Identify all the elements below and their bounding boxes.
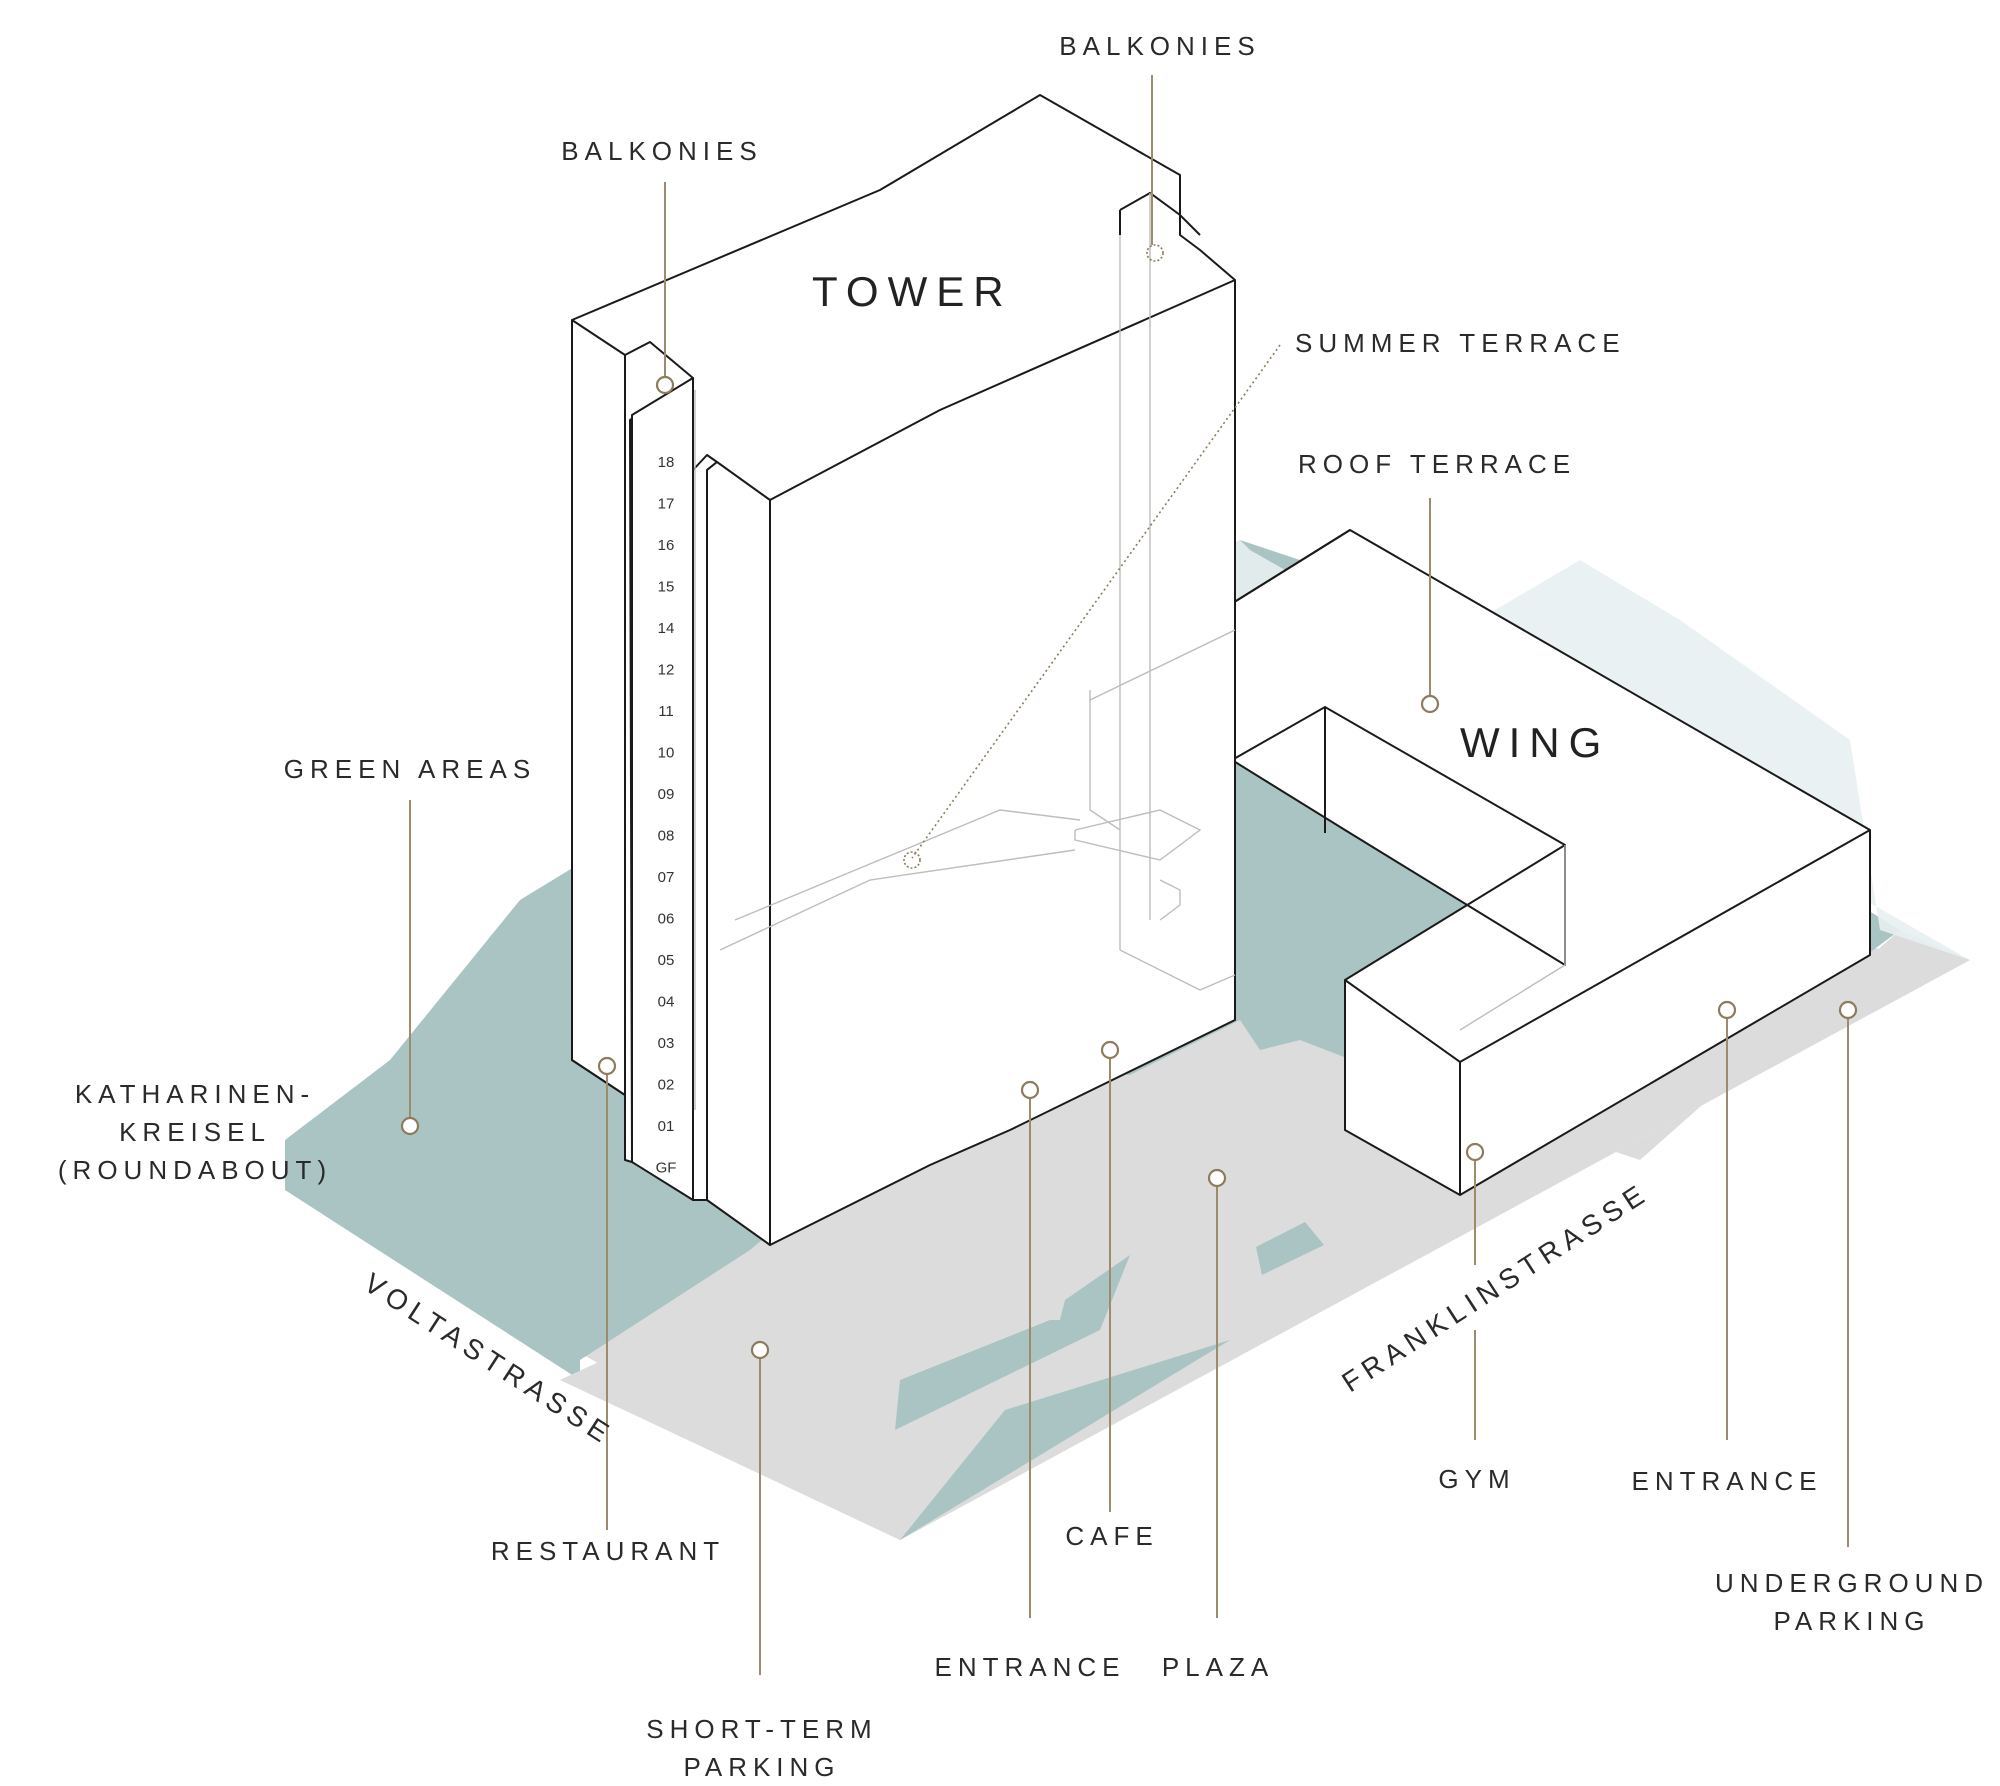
floor-number: 08 xyxy=(658,828,675,845)
tower-title: TOWER xyxy=(812,268,1013,315)
floor-number: 07 xyxy=(658,869,675,886)
label-roundabout-2: KREISEL xyxy=(119,1117,271,1147)
floor-number: 10 xyxy=(658,745,675,762)
floor-number: 04 xyxy=(658,994,675,1011)
leader-lines xyxy=(409,75,1849,1675)
summer-terrace-leader xyxy=(911,344,1281,859)
label-restaurant: RESTAURANT xyxy=(491,1536,725,1566)
floor-number: 02 xyxy=(658,1077,675,1094)
tower-building xyxy=(571,94,1236,1246)
floor-number: 01 xyxy=(658,1118,675,1135)
floor-number: 15 xyxy=(658,579,675,596)
plaza-green-patch xyxy=(895,1255,1130,1430)
label-roundabout-3: (ROUNDABOUT) xyxy=(58,1155,332,1185)
floor-number: 12 xyxy=(658,662,675,679)
label-gym: GYM xyxy=(1438,1464,1515,1494)
label-plaza: PLAZA xyxy=(1162,1652,1274,1682)
label-balkonies-left: BALKONIES xyxy=(561,136,762,166)
floor-number: 05 xyxy=(658,952,675,969)
label-entrance-wing: ENTRANCE xyxy=(1631,1466,1822,1496)
label-summer-terrace: SUMMER TERRACE xyxy=(1295,328,1626,358)
floor-number: 09 xyxy=(658,786,675,803)
label-roundabout-1: KATHARINEN- xyxy=(75,1079,315,1109)
summer-terrace-pin xyxy=(903,851,921,869)
floor-number: 16 xyxy=(658,537,675,554)
floor-number: 03 xyxy=(658,1035,675,1052)
label-underground-2: PARKING xyxy=(1773,1606,1930,1636)
plaza-green-patch xyxy=(1256,1222,1324,1275)
floor-number: 17 xyxy=(658,496,675,513)
location-pins xyxy=(400,375,1858,1360)
label-balkonies-top: BALKONIES xyxy=(1059,31,1260,61)
label-cafe: CAFE xyxy=(1065,1521,1158,1551)
floor-number: GF xyxy=(656,1160,677,1177)
plaza-green-patch xyxy=(900,1340,1230,1540)
floor-number: 18 xyxy=(658,454,675,471)
label-green-areas: GREEN AREAS xyxy=(284,754,536,784)
label-underground-1: UNDERGROUND xyxy=(1715,1568,1989,1598)
balkonies-top-pin xyxy=(1146,244,1164,262)
floor-number: 11 xyxy=(658,703,674,720)
label-short-term-2: PARKING xyxy=(683,1752,840,1782)
wing-title: WING xyxy=(1460,719,1610,766)
floor-number: 14 xyxy=(658,620,675,637)
floor-number: 06 xyxy=(658,911,675,928)
label-entrance-main: ENTRANCE xyxy=(934,1652,1125,1682)
label-roof-terrace: ROOF TERRACE xyxy=(1298,449,1576,479)
label-short-term-1: SHORT-TERM xyxy=(646,1714,877,1744)
